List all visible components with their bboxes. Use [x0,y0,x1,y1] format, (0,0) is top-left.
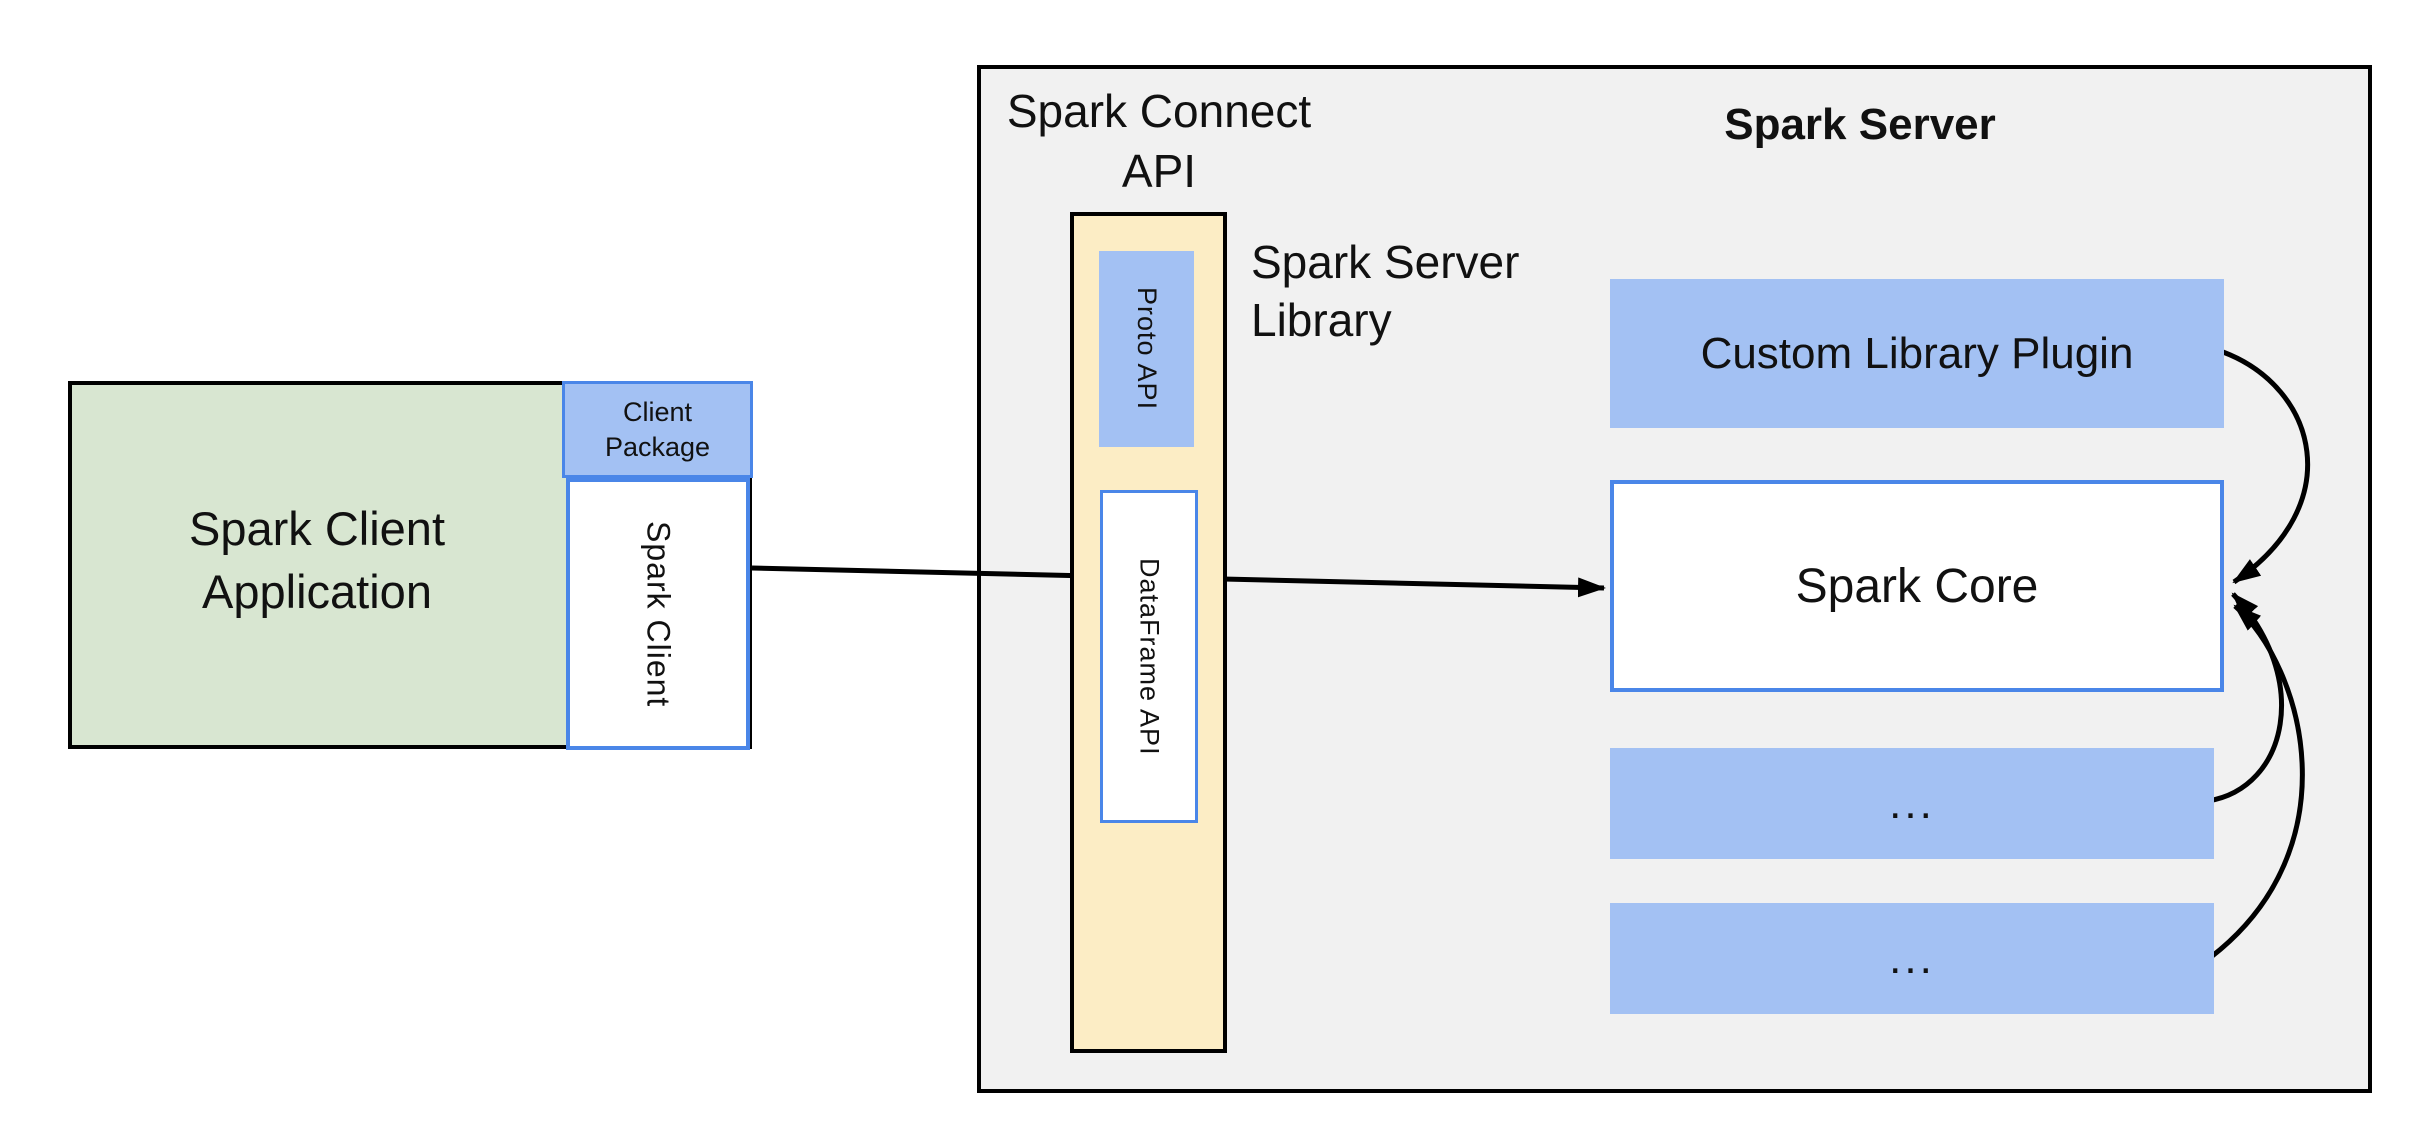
spark-client-application-label-line1: Spark Client [189,502,445,555]
spark-server-title: Spark Server [1724,100,1996,149]
spark-connect-api-title: Spark Connect API [1004,82,1314,202]
spark-client-box: Spark Client [566,478,750,750]
spark-client-label: Spark Client [640,520,677,708]
spark-connect-api-title-line1: Spark Connect [1006,85,1312,137]
custom-library-plugin-box: Custom Library Plugin [1610,279,2224,428]
custom-library-plugin-label: Custom Library Plugin [1700,328,2134,378]
server-placeholder-box-1: ... [1610,748,2214,859]
spark-server-library-label: Spark Server Library [1251,234,1671,350]
dataframe-api-label: DataFrame API [1134,557,1165,756]
spark-server-library-label-line1: Spark Server [1251,236,1520,288]
client-package-label-line2: Package [604,431,711,462]
spark-client-application-label: Spark Client Application [68,498,566,623]
server-placeholder-box-2: ... [1610,903,2214,1014]
spark-connect-api-title-line2: API [1121,144,1197,197]
spark-core-box: Spark Core [1610,480,2224,692]
spark-client-application-label-line2: Application [202,564,432,618]
proto-api-label: Proto API [1132,287,1162,411]
client-package-box: Client Package [562,381,753,478]
client-package-label-line1: Client [622,396,693,427]
spark-server-library-label-line2: Library [1251,293,1392,346]
server-placeholder-label-2: ... [1889,933,1935,983]
spark-core-label: Spark Core [1795,559,2039,613]
proto-api-box: Proto API [1099,251,1194,447]
server-placeholder-label-1: ... [1889,778,1935,828]
dataframe-api-box: DataFrame API [1100,490,1198,823]
